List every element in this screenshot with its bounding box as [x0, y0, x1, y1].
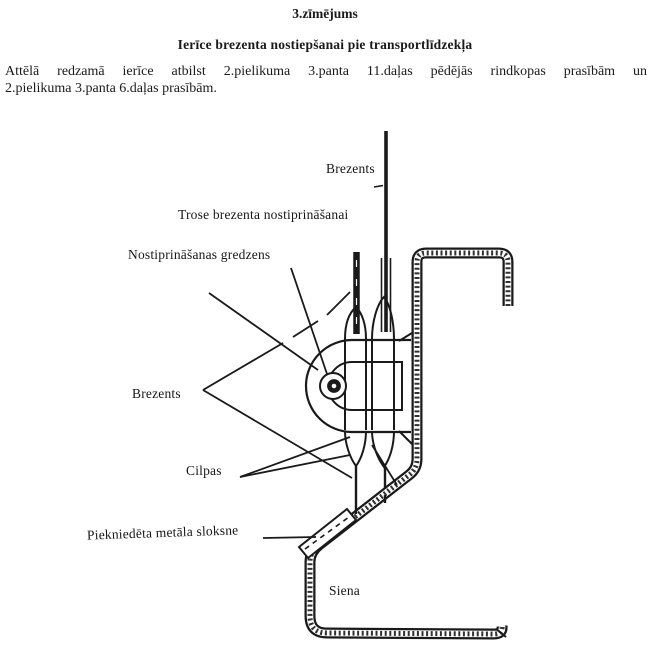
left-band	[344, 338, 367, 430]
label-tarpaulin-left: Brezents	[132, 386, 181, 401]
leader-lines	[202, 267, 398, 539]
figure-title: Ierīce brezenta nostiepšanai pie transpo…	[177, 37, 473, 52]
upper-right-loop	[371, 295, 395, 340]
metal-strip-leader-line	[262, 536, 317, 539]
tarpaulin-leader-upper-dash2	[326, 291, 351, 316]
loops-leader-line-2	[239, 454, 351, 478]
tarpaulin-tick	[373, 184, 384, 188]
fabric-bands	[344, 338, 395, 430]
fixing-ring	[319, 372, 347, 400]
lower-left-loop	[344, 430, 367, 468]
wall-profile	[304, 247, 514, 640]
ring-leader-line	[290, 267, 328, 375]
stray-construction-line	[371, 444, 398, 486]
body-paragraph-line1: Attēlā redzamā ierīce atbilst 2.pielikum…	[5, 64, 647, 79]
tarpaulin-leader-lower	[202, 389, 353, 479]
label-wall: Siena	[329, 583, 360, 598]
cables	[353, 131, 392, 514]
wall-bottom-end-taper	[495, 628, 507, 638]
riveted-metal-strip	[297, 507, 358, 560]
label-tarpaulin-top: Brezents	[326, 161, 375, 176]
cable-leader-line	[208, 292, 319, 371]
right-band	[371, 338, 395, 430]
bracket-lower-edge	[398, 430, 413, 445]
label-fixing-ring: Nostiprināšanas gredzens	[128, 247, 271, 262]
tarpaulin-leader-upper-dash1	[292, 320, 319, 338]
body-paragraph: Attēlā redzamā ierīce atbilst 2.pielikum…	[5, 63, 647, 97]
figure-number: 3.zīmējums	[292, 6, 358, 21]
body-paragraph-line2: 2.pielikuma 3.panta 6.daļas prasībām.	[5, 81, 217, 96]
tarpaulin-leader-upper	[202, 342, 284, 391]
label-cable: Trose brezenta nostiprināšanai	[178, 207, 349, 222]
label-loops: Cilpas	[186, 463, 222, 478]
loops-leader-line-1	[239, 436, 351, 478]
